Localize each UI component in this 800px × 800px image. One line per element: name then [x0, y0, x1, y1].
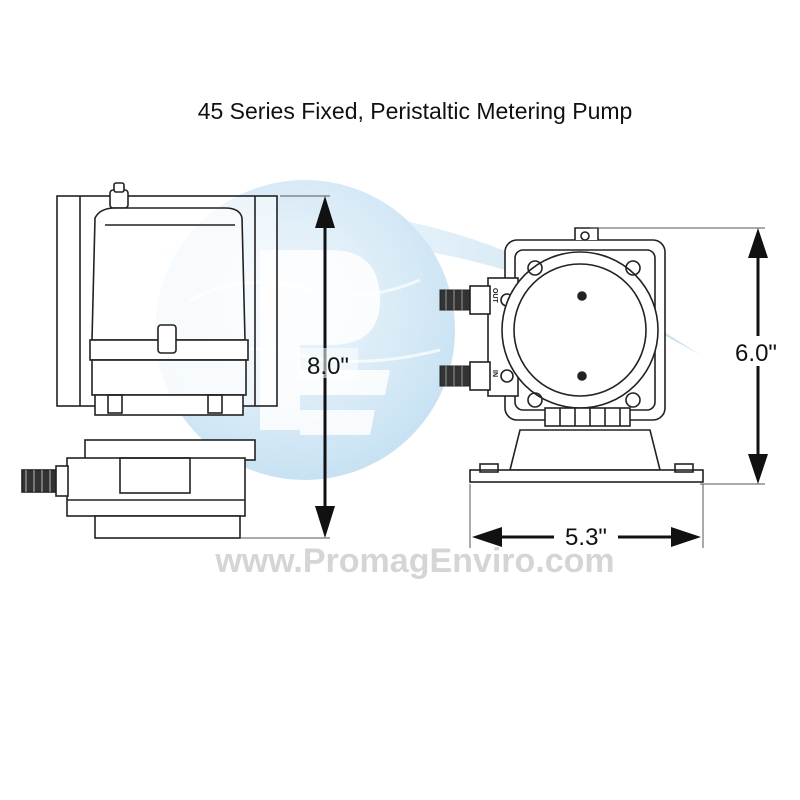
depth-dimension: [590, 227, 788, 485]
diagram-title: 45 Series Fixed, Peristaltic Metering Pu…: [197, 98, 633, 124]
height-dimension-label: 8.0": [307, 353, 349, 380]
inlet-fitting: [439, 361, 491, 391]
pump-front-view: [469, 227, 704, 483]
watermark-url: www.PromagEnviro.com: [214, 542, 614, 580]
outlet-fitting: [439, 285, 491, 315]
height-dimension: [240, 195, 358, 539]
width-dimension: [469, 484, 704, 552]
inlet-port-label: IN: [491, 370, 498, 377]
pump-side-view: [21, 182, 278, 539]
outlet-port-label: OUT: [491, 288, 498, 304]
depth-dimension-label: 6.0": [735, 340, 777, 367]
width-dimension-label: 5.3": [565, 524, 607, 551]
